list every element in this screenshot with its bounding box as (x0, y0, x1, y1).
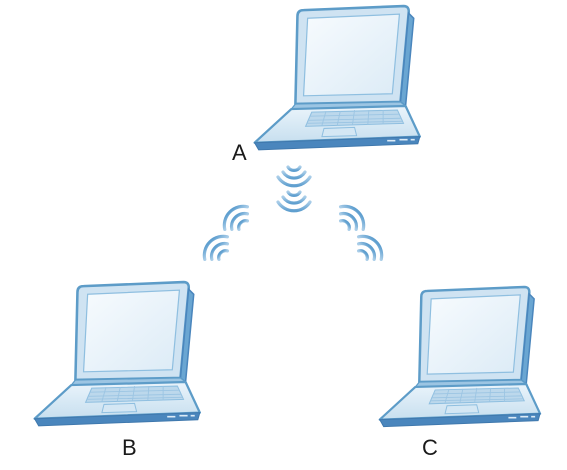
wireless-signal-icon (331, 198, 372, 239)
wireless-signal-icon (196, 228, 237, 269)
node-label-a: A (232, 140, 247, 165)
node-label-b: B (122, 435, 137, 460)
laptop-b-icon (33, 280, 202, 428)
node-label-c: C (422, 435, 438, 460)
wireless-signal-icon (276, 190, 312, 213)
laptop-c-icon (378, 285, 542, 428)
wireless-signal-icon (349, 228, 390, 269)
wireless-signal-icon (216, 198, 257, 239)
wireless-signal-icon (276, 165, 312, 188)
laptop-a-icon (253, 4, 422, 152)
